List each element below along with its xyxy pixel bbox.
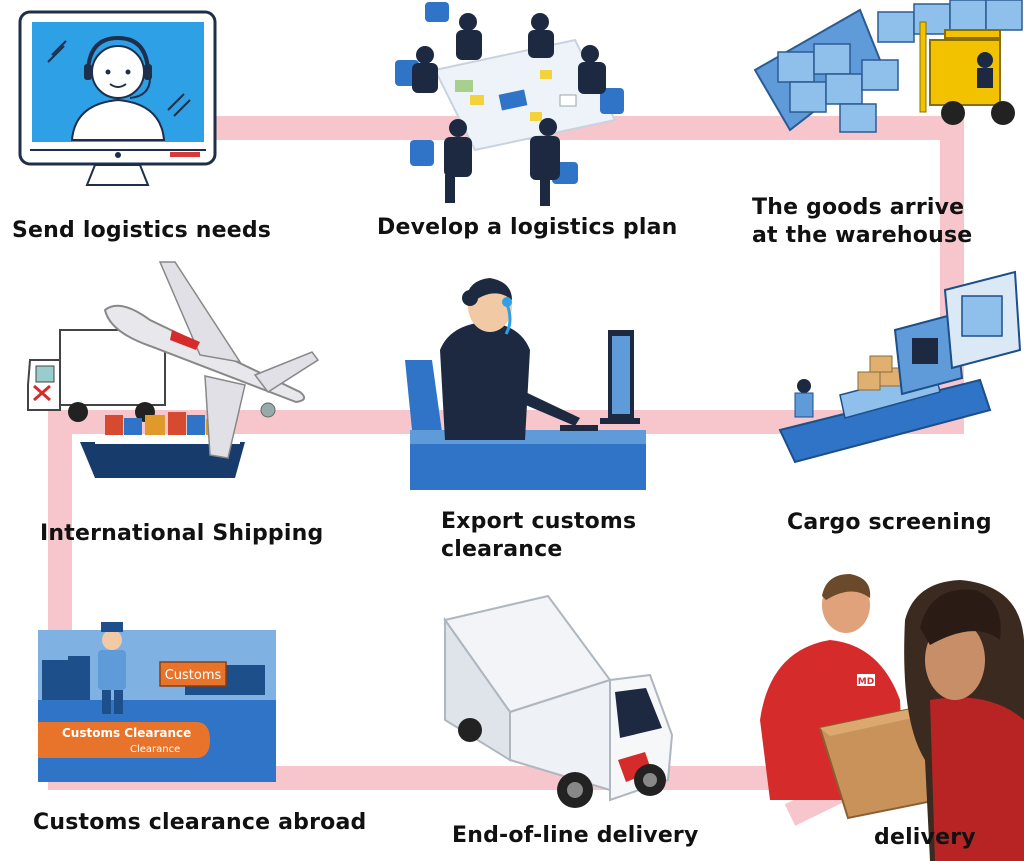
shipping-truck-plane-ship-illustration [27,261,320,478]
step-delivery-label: delivery [874,825,976,850]
customs-banner-text: Customs Clearance [62,726,191,740]
customs-abroad-illustration: Customs Customs Clearance Clearance [38,622,276,782]
step-cargo-screening-label: Cargo screening [787,510,992,535]
delivery-van-illustration [443,594,674,808]
warehouse-forklift-illustration [753,0,1023,133]
cargo-screening-machine-illustration [778,270,1022,464]
step-customs-clearance-abroad-label: Customs clearance abroad [33,810,367,835]
step-end-of-line-delivery-label: End-of-line delivery [452,823,699,848]
customs-agent-desk-illustration [405,278,646,490]
customs-sign-text: Customs [165,668,222,683]
step-export-customs-clearance-label: Export customs clearance [441,509,637,562]
monitor-support-agent-illustration [18,10,217,186]
courier-shirt-logo-text: MD [858,677,874,687]
step-international-shipping-label: International Shipping [40,521,324,546]
step-send-logistics-needs-label: Send logistics needs [12,218,272,243]
step-goods-arrive-warehouse-label: The goods arrive at the warehouse [752,195,973,248]
customs-banner-subtext: Clearance [130,744,180,755]
courier-handover-illustration: MD [760,574,1024,861]
meeting-table-illustration [395,2,624,206]
step-develop-logistics-plan-label: Develop a logistics plan [377,215,678,240]
